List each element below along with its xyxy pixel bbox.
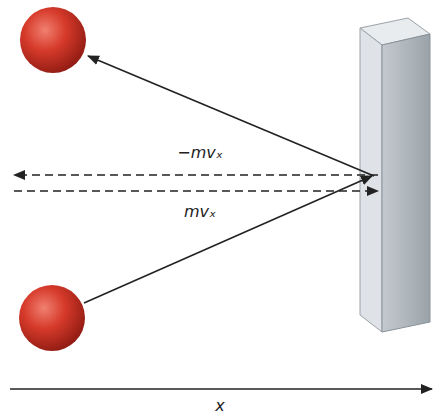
incoming-path: [84, 176, 372, 303]
ball-top: [20, 7, 86, 73]
x-axis: [10, 388, 432, 390]
momentum-label: −mvₓ: [177, 143, 223, 162]
ball-bottom: [19, 285, 85, 351]
momentum-before: [14, 190, 378, 192]
axis-label: x: [215, 396, 224, 415]
momentum-after: [14, 174, 378, 176]
outgoing-path: [88, 56, 374, 176]
momentum-label: mvₓ: [184, 202, 216, 221]
